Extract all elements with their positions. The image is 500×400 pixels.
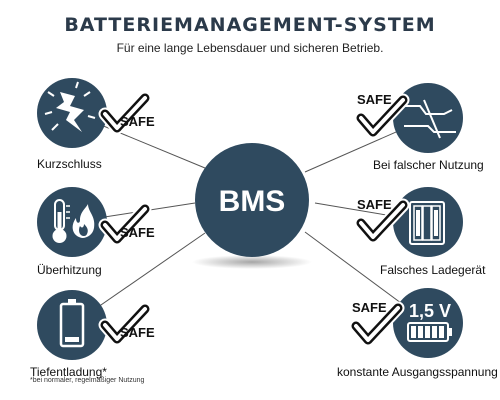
safe-check-icon: SAFE: [98, 202, 155, 246]
label-ausgangsspannung: konstante Ausgangsspannung: [337, 365, 498, 379]
safe-check-icon: SAFE: [354, 197, 410, 244]
label-falsches-ladegeraet: Falsches Ladegerät: [380, 263, 486, 277]
label-kurzschluss: Kurzschluss: [37, 157, 102, 171]
footnote: *bei normaler, regelmäßiger Nutzung: [30, 377, 145, 384]
voltage-label: 1,5 V: [409, 301, 451, 321]
page-subtitle: Für eine lange Lebensdauer und sicheren …: [116, 41, 384, 55]
bms-circle: [195, 143, 309, 257]
battery-charger-icon: [409, 201, 445, 245]
bms-shadow: [192, 255, 312, 269]
falsche-nutzung-circle: [393, 83, 463, 153]
low-battery-icon: [59, 299, 85, 348]
safe-label: SAFE: [120, 114, 155, 129]
lightning-strike-icon: [44, 81, 96, 132]
safe-check-icon: SAFE: [98, 91, 155, 135]
label-tiefentladung: Tiefentladung*: [30, 365, 107, 379]
falsche-nutzung-node: [393, 83, 463, 153]
safe-label: SAFE: [120, 325, 155, 340]
tiefentladung-node: [37, 290, 107, 360]
safe-check-icon: SAFE: [354, 92, 410, 139]
safe-label: SAFE: [357, 92, 392, 107]
label-ueberhitzung: Überhitzung: [37, 263, 102, 277]
safe-check-icon: SAFE: [98, 302, 155, 346]
safe-label: SAFE: [120, 225, 155, 240]
ueberhitzung-node: [37, 187, 107, 257]
page-title: BATTERIEMANAGEMENT-SYSTEM: [64, 14, 436, 36]
falsches-ladegeraet-circle: [393, 187, 463, 257]
broken-connection-icon: [400, 99, 456, 139]
safe-check-icon: SAFE: [349, 300, 405, 347]
voltage-battery-icon: [407, 322, 452, 342]
label-falsche-nutzung: Bei falscher Nutzung: [373, 158, 484, 172]
safe-label: SAFE: [352, 300, 387, 315]
tiefentladung-circle: [37, 290, 107, 360]
ueberhitzung-circle: [37, 187, 107, 257]
ausgangsspannung-node: 1,5 V: [393, 288, 463, 358]
thermometer-flame-icon: [52, 199, 95, 243]
bms-label: BMS: [219, 185, 286, 218]
falsches-ladegeraet-node: [393, 187, 463, 257]
kurzschluss-node: [37, 78, 107, 148]
safe-label: SAFE: [357, 197, 392, 212]
